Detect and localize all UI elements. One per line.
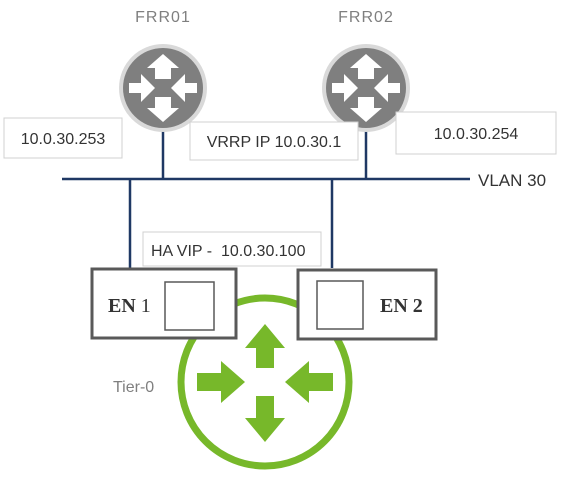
tier0-label: Tier-0 (113, 379, 154, 396)
frr02-router-icon (322, 44, 410, 132)
edge-node-2-port (316, 280, 364, 330)
edge-node-1-label: EN 1 (108, 295, 151, 317)
frr02-name: FRR02 (338, 9, 394, 26)
edge-node-2-label: EN 2 (380, 295, 423, 317)
frr01-ip-box (3, 117, 123, 159)
frr02-ip-box (395, 111, 557, 155)
frr02-ip-label: 10.0.30.254 (434, 126, 519, 143)
vrrp-ip-box (189, 121, 359, 161)
ha-vip-box (142, 231, 322, 267)
ha-vip-label: HA VIP - 10.0.30.100 (151, 243, 306, 260)
frr01-router-icon (119, 44, 207, 132)
vrrp-ip-label: VRRP IP 10.0.30.1 (207, 134, 342, 151)
edge-node-2: EN 2 (296, 268, 438, 341)
vlan-label: VLAN 30 (478, 171, 546, 190)
frr01-ip-label: 10.0.30.253 (21, 131, 106, 148)
edge-node-1: EN 1 (90, 267, 238, 340)
frr01-name: FRR01 (135, 9, 191, 26)
edge-node-1-port (164, 281, 215, 331)
